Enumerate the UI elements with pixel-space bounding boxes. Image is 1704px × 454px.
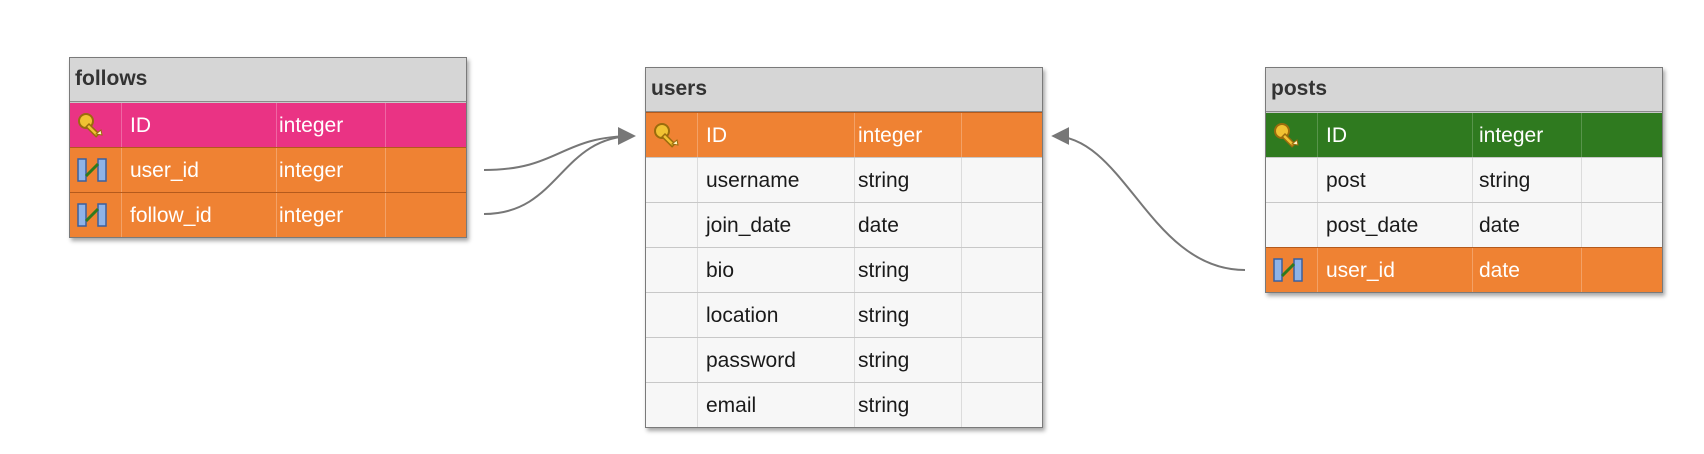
column-name: ID bbox=[1326, 124, 1347, 147]
column-name: join_date bbox=[706, 214, 792, 237]
column-type: integer bbox=[858, 124, 923, 147]
table-row[interactable]: post string bbox=[1266, 157, 1662, 202]
relation-follows-follow_id-to-users-id bbox=[483, 127, 636, 215]
table-row[interactable]: ID integer bbox=[1266, 112, 1662, 157]
column-type: string bbox=[858, 169, 910, 192]
table-row[interactable]: email string bbox=[646, 382, 1042, 427]
table-row[interactable]: ID integer bbox=[70, 102, 466, 147]
table-posts[interactable]: posts ID integer post string post_d bbox=[1265, 67, 1663, 293]
key-icon bbox=[1274, 123, 1299, 148]
table-title: follows bbox=[70, 58, 466, 102]
column-type: integer bbox=[279, 159, 344, 182]
table-row[interactable]: user_id integer bbox=[70, 147, 466, 192]
column-type: string bbox=[858, 259, 910, 282]
column-type: string bbox=[1479, 169, 1531, 192]
table-row[interactable]: user_id date bbox=[1266, 247, 1662, 292]
column-type: date bbox=[1479, 214, 1520, 237]
column-name: location bbox=[706, 304, 779, 327]
column-name: follow_id bbox=[130, 204, 212, 227]
table-row[interactable]: bio string bbox=[646, 247, 1042, 292]
column-name: password bbox=[706, 349, 796, 372]
table-row[interactable]: post_date date bbox=[1266, 202, 1662, 247]
column-type: string bbox=[858, 304, 910, 327]
column-type: string bbox=[858, 394, 910, 417]
column-name: username bbox=[706, 169, 800, 192]
table-row[interactable]: password string bbox=[646, 337, 1042, 382]
table-title: users bbox=[646, 68, 1042, 112]
table-title: posts bbox=[1266, 68, 1662, 112]
table-users[interactable]: users ID integer username string jo bbox=[645, 67, 1043, 428]
column-name: ID bbox=[706, 124, 727, 147]
column-type: string bbox=[858, 349, 910, 372]
column-type: date bbox=[858, 214, 899, 237]
foreign-key-icon bbox=[77, 158, 107, 182]
column-type: integer bbox=[279, 204, 344, 227]
relation-follows-user_id-to-users-id bbox=[483, 127, 636, 171]
column-name: bio bbox=[706, 259, 735, 282]
column-name: ID bbox=[130, 114, 151, 137]
key-icon bbox=[654, 123, 679, 148]
key-icon bbox=[78, 113, 103, 138]
foreign-key-icon bbox=[1273, 258, 1303, 282]
column-name: post bbox=[1326, 169, 1366, 192]
table-follows[interactable]: follows ID integer us bbox=[69, 57, 467, 238]
column-type: integer bbox=[1479, 124, 1544, 147]
column-name: post_date bbox=[1326, 214, 1419, 237]
column-name: user_id bbox=[130, 159, 199, 182]
table-row[interactable]: follow_id integer bbox=[70, 192, 466, 237]
column-name: user_id bbox=[1326, 259, 1395, 282]
table-row[interactable]: username string bbox=[646, 157, 1042, 202]
table-row[interactable]: join_date date bbox=[646, 202, 1042, 247]
relation-posts-user_id-to-users-id bbox=[1051, 127, 1246, 271]
column-name: email bbox=[706, 394, 757, 417]
column-type: integer bbox=[279, 114, 344, 137]
column-type: date bbox=[1479, 259, 1520, 282]
primary-key-cell bbox=[70, 103, 122, 147]
table-row[interactable]: ID integer bbox=[646, 112, 1042, 157]
foreign-key-icon bbox=[77, 203, 107, 227]
table-row[interactable]: location string bbox=[646, 292, 1042, 337]
